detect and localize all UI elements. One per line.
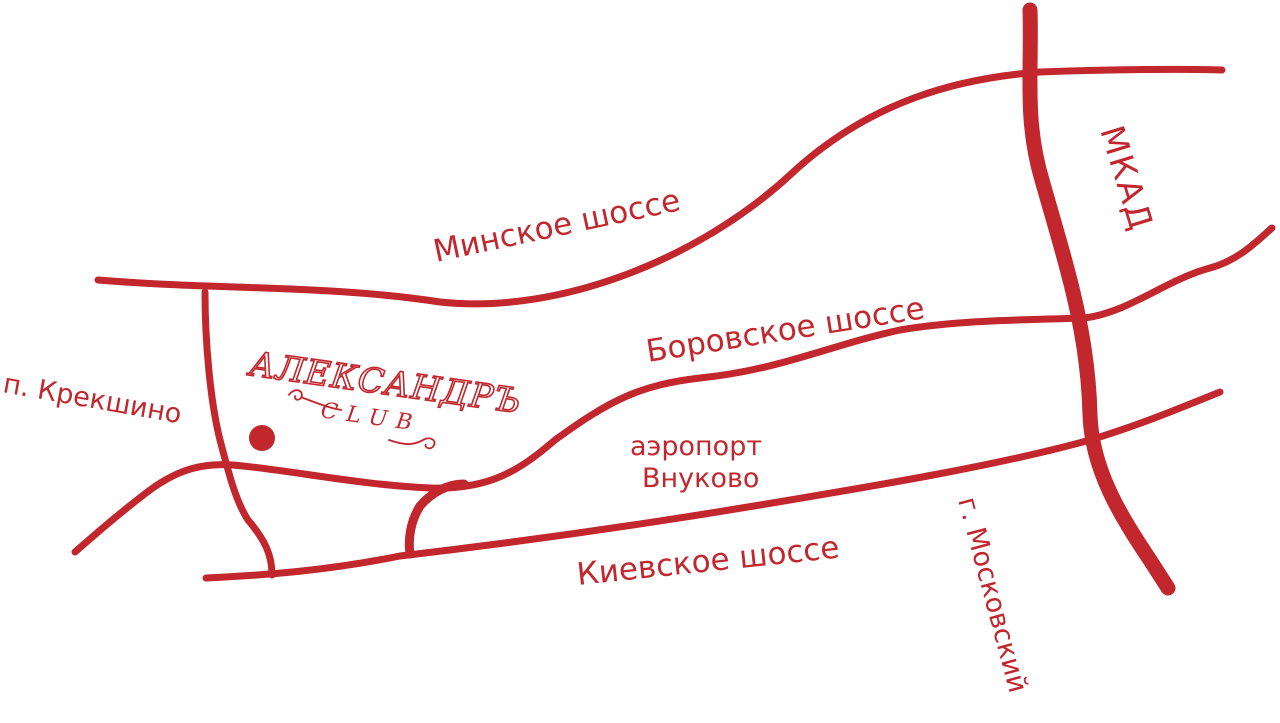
label-borovskoe: Боровское шоссе	[644, 290, 927, 370]
label-kreshino: п. Крекшино	[1, 368, 184, 430]
label-moskovsky: г. Московский	[951, 494, 1033, 696]
label-kievskoe: Киевское шоссе	[575, 530, 841, 593]
label-minskoe: Минское шоссе	[430, 182, 683, 269]
minskoe-road	[94, 65, 1226, 308]
logo-flourish	[287, 389, 436, 450]
location-marker	[249, 425, 275, 451]
mkad-road	[1022, 2, 1176, 596]
club-logo: АЛЕКСАНДРЪ CLUB	[244, 343, 525, 450]
left-vertical-road	[201, 288, 276, 579]
kreshino-road	[71, 461, 237, 556]
label-mkad: МКАД	[1092, 121, 1161, 236]
kievskoe-road	[202, 388, 1224, 582]
borovskoe-road	[229, 224, 1276, 492]
label-vnukovo-line1: аэропорт	[630, 431, 762, 462]
label-vnukovo-line2: Внуково	[642, 463, 759, 494]
roads	[71, 2, 1276, 596]
vnukovo-connector-road	[404, 479, 469, 559]
labels: Минское шоссе Боровское шоссе Киевское ш…	[1, 121, 1162, 696]
